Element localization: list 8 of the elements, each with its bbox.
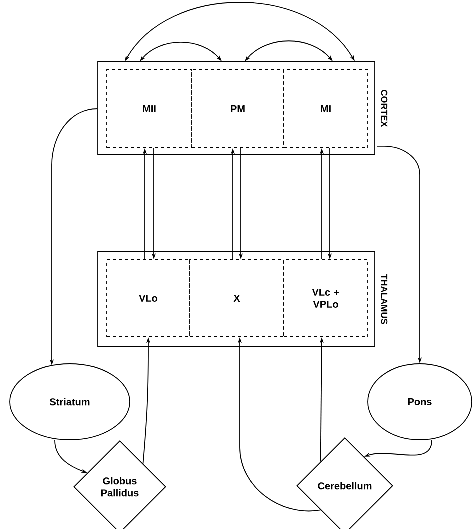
area-cell: MII bbox=[106, 70, 192, 148]
nucleus-cell: VLc + VPLo bbox=[284, 260, 368, 338]
nucleus-cell: X bbox=[190, 260, 284, 338]
area-cell: PM bbox=[192, 70, 284, 148]
node-label: CORTEX bbox=[381, 90, 388, 128]
node-label: THALAMUS bbox=[381, 274, 388, 324]
area-cell: MI bbox=[284, 70, 368, 148]
nucleus-cell: VLo bbox=[106, 260, 190, 338]
